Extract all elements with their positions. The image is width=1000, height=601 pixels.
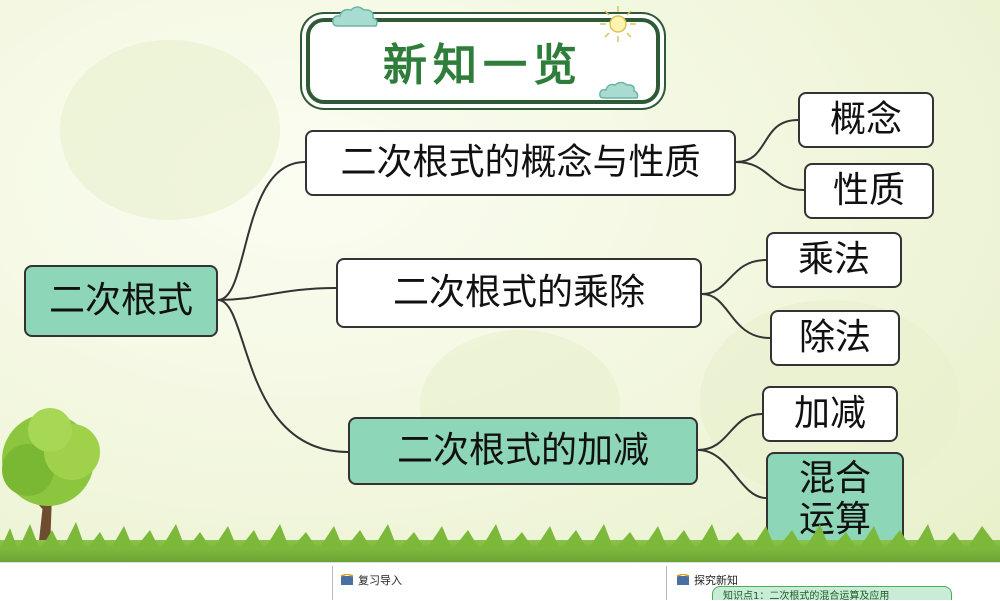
root-node: 二次根式 xyxy=(24,265,218,337)
leaf-label: 加减 xyxy=(793,393,866,435)
knowledge-point-tab[interactable]: 知识点1：二次根式的混合运算及应用 xyxy=(712,586,952,600)
branch-node-concept-properties: 二次根式的概念与性质 xyxy=(305,130,736,196)
page-title: 新知一览 xyxy=(383,40,583,91)
leaf-node-concept: 概念 xyxy=(798,92,934,148)
cloud-icon xyxy=(599,81,639,99)
root-label: 二次根式 xyxy=(48,280,193,322)
knowledge-point-label: 知识点1：二次根式的混合运算及应用 xyxy=(723,591,890,600)
title-frame: 新知一览 xyxy=(306,18,660,104)
leaf-node-add-subtract: 加减 xyxy=(762,386,898,442)
leaf-label: 除法 xyxy=(798,317,871,359)
leaf-node-mixed-operations: 混合 运算 xyxy=(766,452,904,546)
leaf-label: 乘法 xyxy=(797,239,870,281)
tree-illustration xyxy=(2,408,100,550)
leaf-node-division: 除法 xyxy=(770,310,900,366)
background-leaf xyxy=(60,40,280,220)
leaf-label: 概念 xyxy=(829,99,902,141)
leaf-node-properties: 性质 xyxy=(804,163,934,219)
cloud-icon xyxy=(332,6,378,27)
book-icon xyxy=(676,574,690,585)
footer-divider xyxy=(666,566,667,600)
footer-nav-review[interactable]: 复习导入 xyxy=(340,572,402,588)
leaf-label: 混合 运算 xyxy=(798,457,871,540)
footer-nav-label: 复习导入 xyxy=(358,574,402,587)
leaf-node-multiplication: 乘法 xyxy=(766,232,902,288)
footer-nav-explore[interactable]: 探究新知 xyxy=(676,572,738,588)
branch-node-multiplication-division: 二次根式的乘除 xyxy=(336,258,702,328)
grass-blades xyxy=(0,522,1000,550)
footer-nav-label: 探究新知 xyxy=(694,574,738,587)
sun-icon xyxy=(600,6,636,42)
leaf-label: 性质 xyxy=(832,170,905,212)
branch-label: 二次根式的加减 xyxy=(396,430,649,472)
book-icon xyxy=(340,574,354,585)
branch-label: 二次根式的乘除 xyxy=(392,272,645,314)
branch-node-addition-subtraction: 二次根式的加减 xyxy=(348,417,698,485)
footer-divider xyxy=(332,566,333,600)
branch-label: 二次根式的概念与性质 xyxy=(340,142,701,184)
